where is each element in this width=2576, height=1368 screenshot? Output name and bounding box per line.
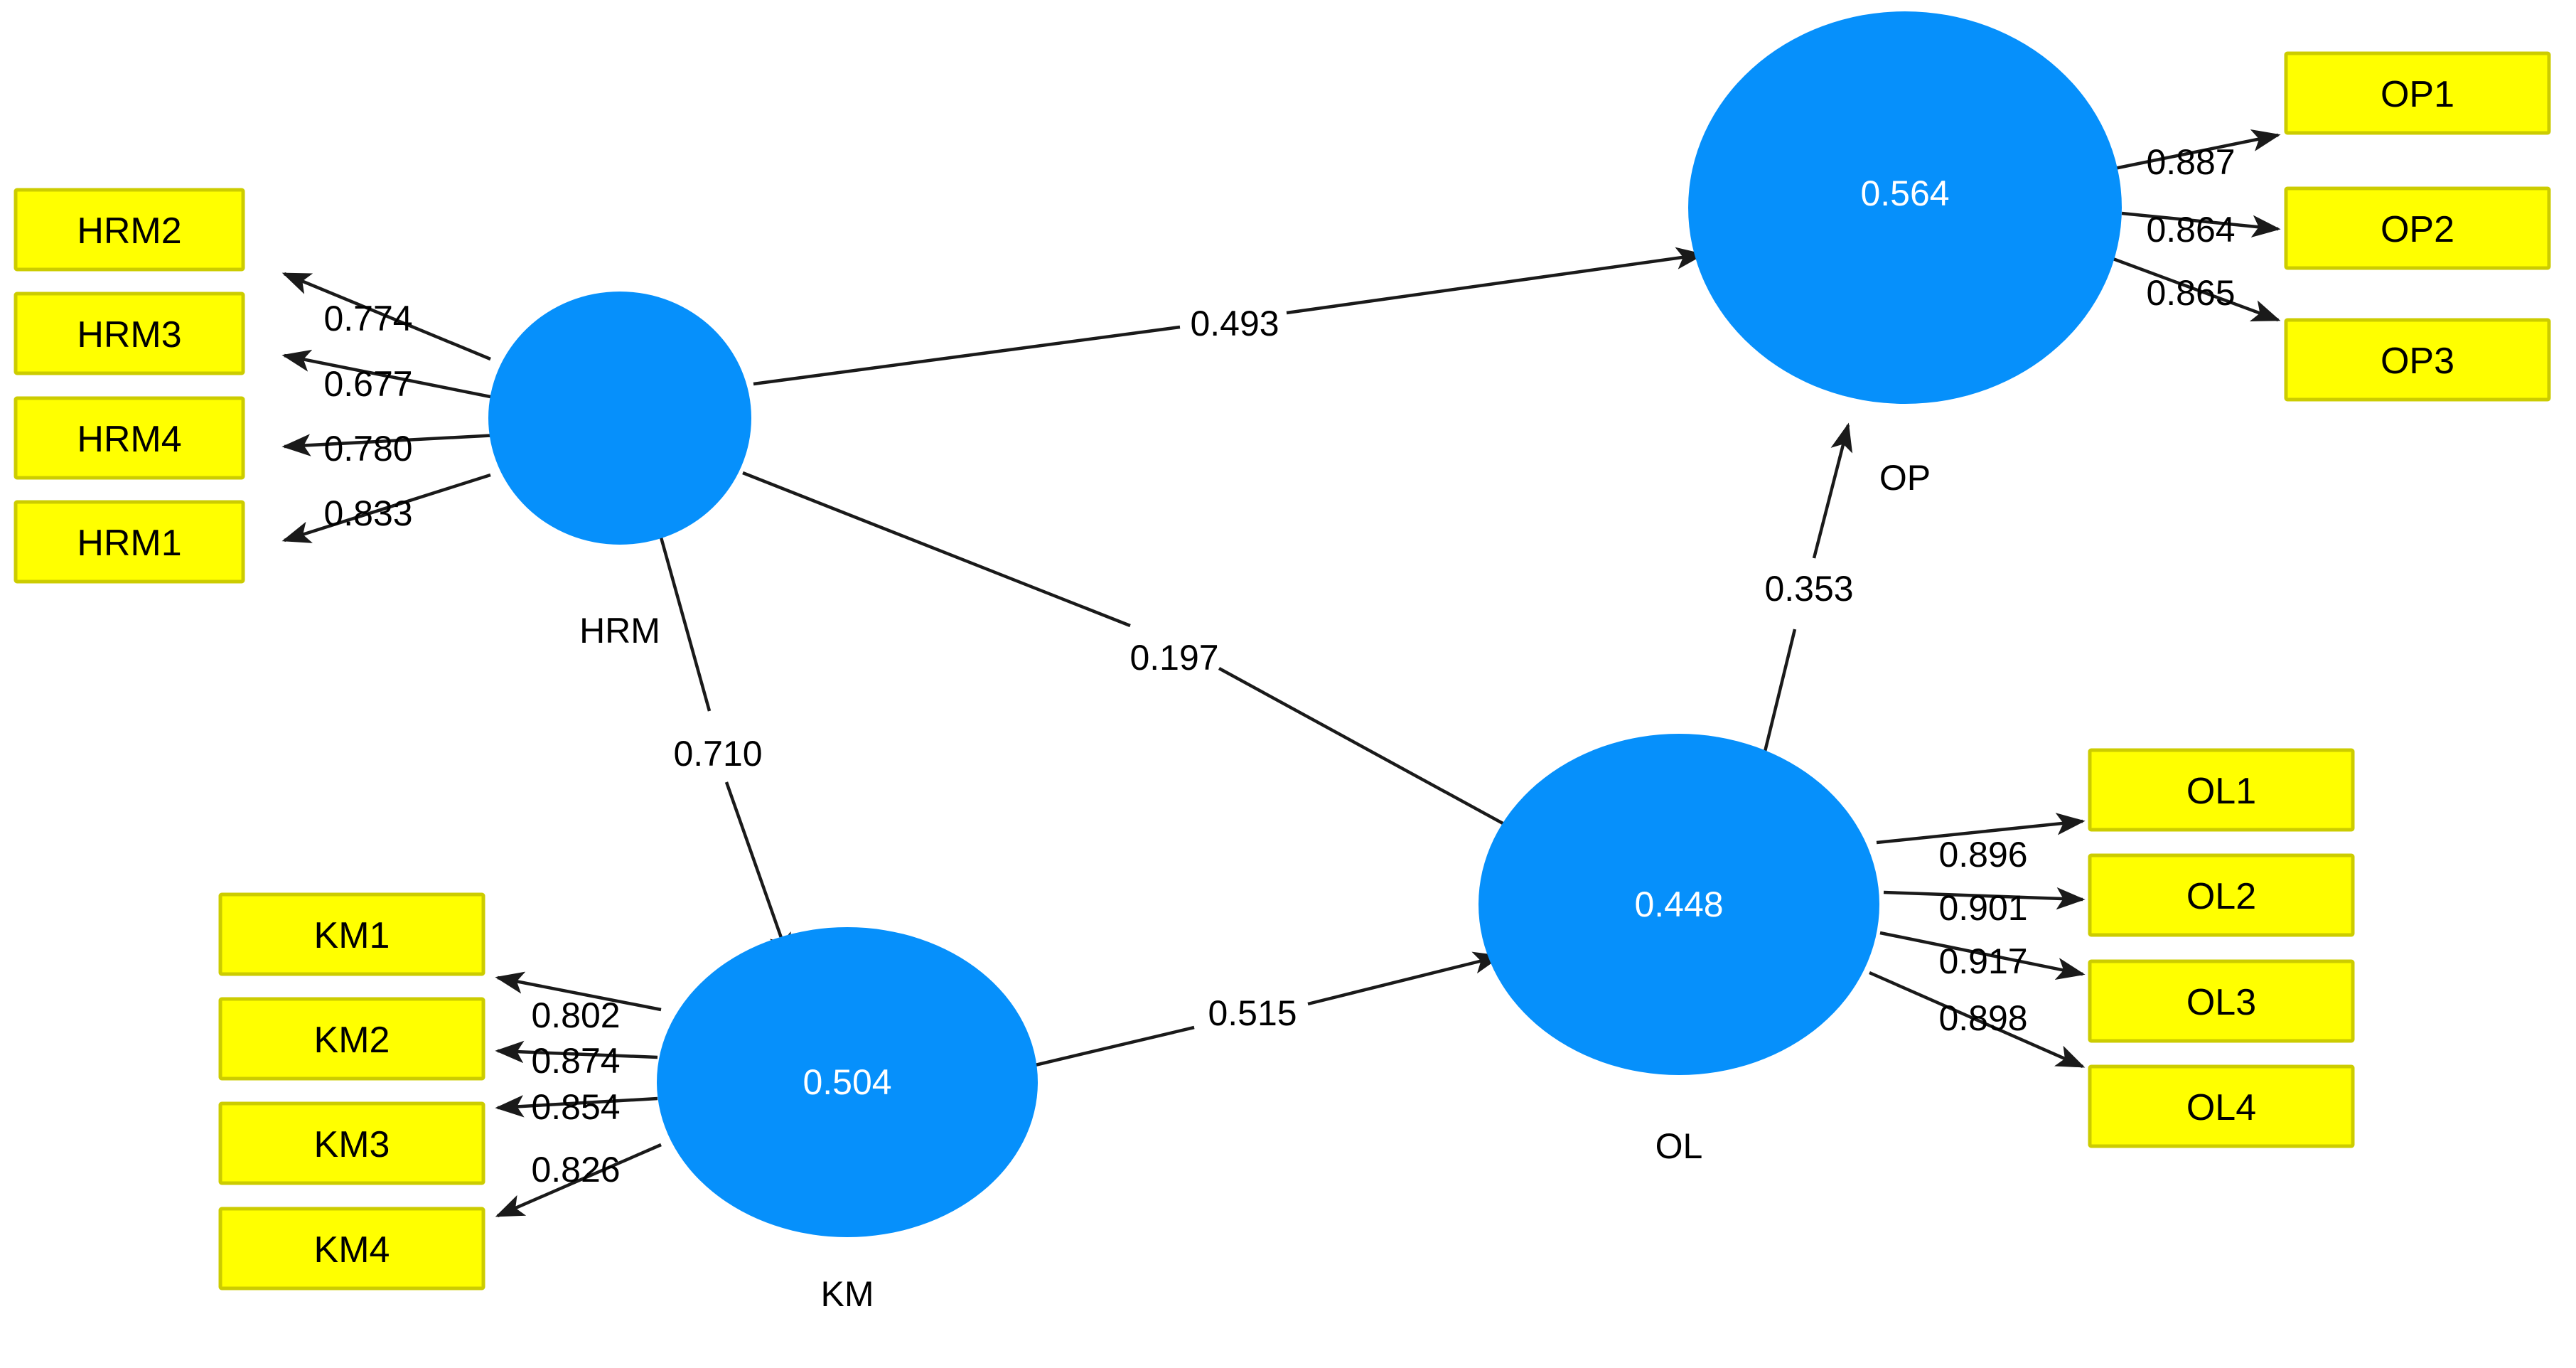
loading-line-km2 (495, 1040, 658, 1064)
construct-label-op: OP (1879, 458, 1931, 498)
indicator-label-hrm3: HRM3 (77, 314, 181, 356)
loading-value-ol1: 0.896 (1938, 835, 2027, 875)
path-line-km-ol-b (1307, 951, 1503, 1006)
loading-line-km4 (495, 1143, 662, 1218)
km-measurement-model: KM1 KM2 KM3 KM4 0.802 0.874 0.854 0.826 (218, 892, 662, 1290)
indicator-label-km2: KM2 (314, 1020, 390, 1061)
indicator-box-km3[interactable] (218, 1101, 485, 1185)
construct-shape-op[interactable] (1688, 11, 2122, 404)
loading-value-km3: 0.854 (531, 1087, 620, 1127)
indicator-box-km2[interactable] (218, 997, 485, 1081)
path-line-hrm-op-a (753, 325, 1181, 386)
construct-r2-ol: 0.448 (1634, 885, 1723, 924)
structural-model: 0.493 0.197 0.710 0.515 0.353 (652, 247, 1854, 1069)
construct-label-hrm: HRM (579, 611, 660, 651)
path-line-hrm-op-b (1286, 247, 1705, 315)
indicator-label-km4: KM4 (314, 1229, 390, 1271)
indicator-label-ol2: OL2 (2186, 876, 2256, 917)
loading-value-ol3: 0.917 (1938, 941, 2027, 981)
loading-line-hrm4 (281, 433, 498, 456)
loading-value-hrm4: 0.780 (323, 429, 412, 469)
indicator-box-ol2[interactable] (2088, 853, 2355, 937)
indicator-box-op3[interactable] (2284, 318, 2551, 402)
loading-value-ol4: 0.898 (1938, 998, 2027, 1038)
loading-line-op3 (2105, 254, 2281, 322)
loading-value-km2: 0.874 (531, 1041, 620, 1081)
indicator-box-ol3[interactable] (2088, 959, 2355, 1043)
construct-shape-km[interactable] (657, 927, 1038, 1237)
path-value-hrm-km: 0.710 (673, 734, 762, 774)
loading-value-km4: 0.826 (531, 1150, 620, 1190)
indicator-label-op3: OP3 (2381, 341, 2454, 382)
loading-line-km3 (495, 1095, 658, 1118)
construct-shape-hrm[interactable] (488, 292, 751, 545)
construct-label-ol: OL (1655, 1126, 1703, 1166)
loading-value-ol2: 0.901 (1938, 888, 2027, 928)
loading-line-hrm2 (281, 272, 491, 361)
path-value-hrm-ol: 0.197 (1129, 638, 1218, 678)
path-line-hrm-km-a (652, 511, 712, 712)
indicator-box-ol4[interactable] (2088, 1064, 2355, 1148)
indicator-box-op1[interactable] (2284, 51, 2551, 135)
construct-label-km: KM (821, 1274, 874, 1314)
indicator-box-km1[interactable] (218, 892, 485, 976)
construct-km[interactable]: 0.504 KM (657, 927, 1038, 1314)
loading-value-op3: 0.865 (2146, 273, 2235, 313)
indicator-label-op2: OP2 (2381, 209, 2454, 250)
construct-ol[interactable]: 0.448 OL (1478, 734, 1879, 1166)
indicator-box-hrm3[interactable] (14, 292, 245, 375)
loading-line-km1 (495, 971, 662, 1012)
loading-line-op2 (2121, 211, 2281, 238)
construct-shape-ol[interactable] (1478, 734, 1879, 1075)
loading-line-ol3 (1879, 931, 2086, 980)
ol-measurement-model: OL1 OL2 OL3 OL4 0.896 0.901 0.917 0.898 (1869, 748, 2355, 1148)
path-line-hrm-ol-a (742, 471, 1131, 628)
indicator-label-ol1: OL1 (2186, 771, 2256, 812)
indicator-label-ol3: OL3 (2186, 982, 2256, 1023)
path-value-ol-op: 0.353 (1764, 569, 1853, 609)
indicator-label-hrm4: HRM4 (77, 419, 181, 460)
path-line-hrm-km-b (724, 781, 791, 963)
path-value-hrm-op: 0.493 (1190, 304, 1279, 343)
loading-line-ol4 (1869, 971, 2086, 1069)
hrm-measurement-model: HRM2 HRM3 HRM4 HRM1 0.774 0.677 0.780 0.… (14, 188, 498, 584)
loading-value-hrm2: 0.774 (323, 299, 412, 338)
loading-value-hrm1: 0.833 (323, 493, 412, 533)
indicator-label-km3: KM3 (314, 1124, 390, 1165)
construct-r2-op: 0.564 (1860, 173, 1949, 213)
indicator-label-hrm1: HRM1 (77, 523, 181, 564)
construct-hrm[interactable]: HRM (488, 292, 751, 651)
op-measurement-model: OP1 OP2 OP3 0.887 0.864 0.865 (2103, 51, 2551, 402)
loading-value-op1: 0.887 (2146, 142, 2235, 182)
indicator-label-km1: KM1 (314, 915, 390, 956)
loading-line-hrm3 (281, 349, 498, 400)
path-value-km-ol: 0.515 (1208, 993, 1297, 1033)
loading-line-ol2 (1883, 887, 2086, 910)
indicator-box-hrm1[interactable] (14, 500, 245, 584)
path-line-ol-op-b (1812, 422, 1853, 559)
indicator-label-ol4: OL4 (2186, 1087, 2256, 1128)
loading-value-hrm3: 0.677 (323, 364, 412, 404)
indicator-box-hrm4[interactable] (14, 396, 245, 480)
path-line-hrm-ol-b (1218, 667, 1538, 843)
construct-r2-km: 0.504 (803, 1062, 891, 1102)
indicator-box-op2[interactable] (2284, 186, 2551, 270)
indicator-label-hrm2: HRM2 (77, 210, 181, 252)
indicator-label-op1: OP1 (2381, 74, 2454, 115)
indicator-box-km4[interactable] (218, 1207, 485, 1290)
construct-op[interactable]: 0.564 OP (1688, 11, 2122, 498)
indicator-box-ol1[interactable] (2088, 748, 2355, 832)
path-line-km-ol-a (1029, 1025, 1195, 1069)
loading-line-op1 (2103, 129, 2281, 173)
loading-line-hrm1 (281, 473, 491, 543)
loading-line-ol1 (1876, 813, 2086, 845)
loading-value-op2: 0.864 (2146, 210, 2235, 250)
indicator-box-hrm2[interactable] (14, 188, 245, 272)
loading-value-km1: 0.802 (531, 995, 620, 1035)
